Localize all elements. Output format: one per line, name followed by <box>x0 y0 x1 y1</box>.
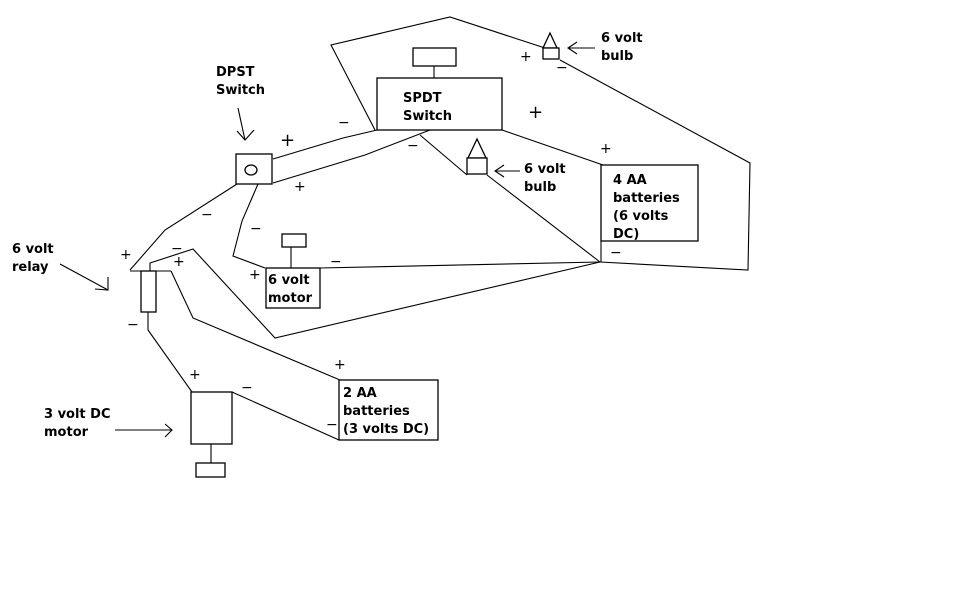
wire-dpst-relay <box>129 183 238 271</box>
minus-sign: − <box>241 380 253 396</box>
motor-6v-box <box>265 267 321 309</box>
plus-sign: + <box>173 254 185 270</box>
dpst-switch-label: DPST Switch <box>216 65 266 98</box>
plus-sign: + <box>294 179 306 195</box>
plus-sign: + <box>520 49 532 65</box>
wire-dpst-motor <box>232 183 266 269</box>
battery-4aa-box <box>600 164 699 242</box>
plus-sign: + <box>249 267 261 283</box>
plus-sign: + <box>280 130 296 151</box>
top-bulb-base <box>542 47 560 60</box>
plus-sign: + <box>528 102 544 123</box>
minus-sign: − <box>330 254 342 270</box>
motor-3v-shaft <box>195 462 226 478</box>
spdt-switch-box <box>376 77 503 131</box>
wire-mid-bulb-battery <box>486 174 601 263</box>
plus-sign: + <box>334 357 346 373</box>
wire-relay-3v-motor <box>147 329 193 393</box>
wire-spdt-mid-bulb <box>419 134 468 176</box>
wire-spdt-4aa <box>501 129 604 166</box>
spdt-switch-label: SPDT Switch <box>403 91 453 124</box>
minus-sign: − <box>556 60 568 76</box>
minus-sign: − <box>326 417 338 433</box>
wire-motor-battery <box>319 261 601 269</box>
wire-dpst-spdt-2 <box>272 129 431 184</box>
mid-bulb-base <box>466 157 488 175</box>
battery-2aa-label: 2 AA batteries (3 volts DC) <box>343 386 430 437</box>
arrow-dpst <box>237 107 246 141</box>
dpst-toggle <box>244 164 258 176</box>
relay-label: 6 volt relay <box>12 242 54 275</box>
motor-6v-shaft <box>281 233 307 248</box>
wire-3v-motor-2aa <box>231 391 340 441</box>
dpst-switch-box <box>235 153 273 185</box>
top-bulb-dome <box>541 31 559 49</box>
wire-relay-loop <box>149 248 601 339</box>
minus-sign: − <box>407 138 419 154</box>
plus-sign: + <box>189 367 201 383</box>
wire-dpst-spdt-1 <box>272 129 378 160</box>
wire-outer-loop <box>330 16 546 131</box>
spdt-lever <box>412 47 457 67</box>
motor-3v-label: 3 volt DC motor <box>44 407 111 440</box>
minus-sign: − <box>338 115 350 131</box>
mid-bulb-label: 6 volt bulb <box>524 162 566 195</box>
top-bulb-label: 6 volt bulb <box>601 31 643 64</box>
motor-3v-box <box>190 391 233 445</box>
minus-sign: − <box>127 317 139 333</box>
arrow-relay <box>59 263 109 291</box>
minus-sign: − <box>201 207 213 223</box>
battery-4aa-label: 4 AA batteries (6 volts DC) <box>613 173 680 242</box>
wire-relay-2aa <box>170 270 341 381</box>
motor-6v-label: 6 volt motor <box>268 273 313 306</box>
minus-sign: − <box>610 245 622 261</box>
battery-2aa-box <box>338 379 439 441</box>
mid-bulb-dome <box>466 137 488 159</box>
wire-top-bulb-to-right <box>559 59 751 271</box>
minus-sign: − <box>171 241 183 257</box>
plus-sign: + <box>600 141 612 157</box>
plus-sign: + <box>120 247 132 263</box>
relay-coil <box>140 270 157 313</box>
minus-sign: − <box>250 221 262 237</box>
